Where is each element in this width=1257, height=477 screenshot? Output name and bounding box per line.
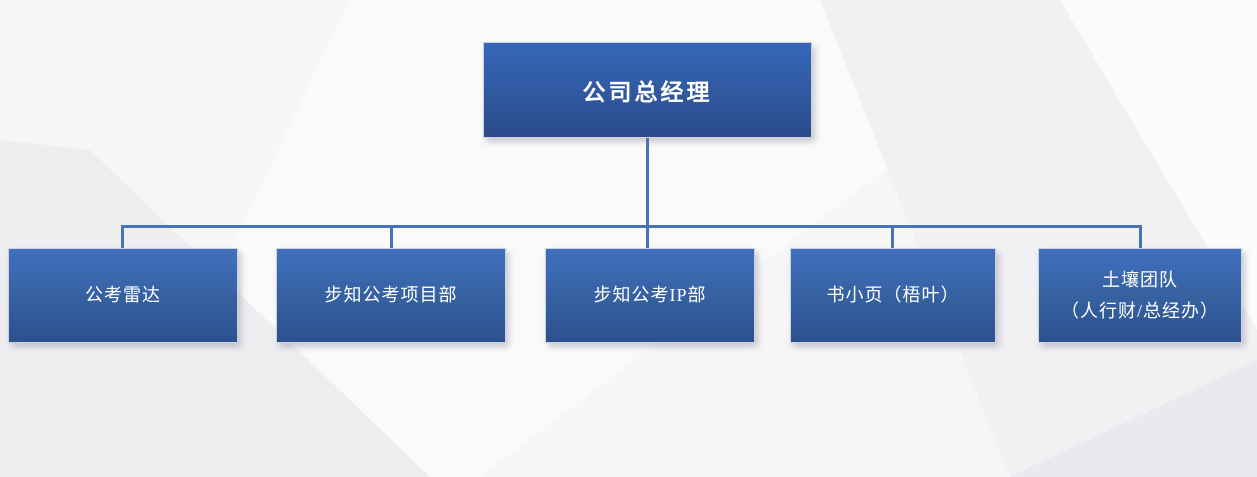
- connector-drop-3: [646, 225, 649, 248]
- org-node-buzhi-gongkao-project-dept: 步知公考项目部: [276, 248, 506, 343]
- org-node-buzhi-gongkao-ip-dept: 步知公考IP部: [545, 248, 755, 343]
- org-node-gongkao-leida: 公考雷达: [8, 248, 238, 343]
- connector-drop-2: [390, 225, 393, 248]
- connector-drop-4: [891, 225, 894, 248]
- org-node-label-line1: 土壤团队: [1102, 269, 1178, 290]
- connector-drop-5: [1139, 225, 1142, 248]
- org-node-label: 公司总经理: [582, 80, 713, 105]
- org-node-general-manager: 公司总经理: [483, 42, 812, 138]
- org-node-label-line2: （人行财/总经办）: [1060, 300, 1219, 321]
- org-node-label: 书小页（梧叶）: [826, 285, 960, 306]
- org-node-label: 步知公考项目部: [324, 285, 458, 306]
- org-node-label: 步知公考IP部: [593, 285, 707, 306]
- org-node-turang-team: 土壤团队 （人行财/总经办）: [1038, 248, 1242, 343]
- connector-drop-1: [121, 225, 124, 248]
- connector-root-stem: [646, 138, 649, 228]
- connector-horizontal-bar: [121, 225, 1142, 228]
- org-node-shuxiaoye: 书小页（梧叶）: [790, 248, 996, 343]
- org-node-label: 公考雷达: [85, 285, 161, 306]
